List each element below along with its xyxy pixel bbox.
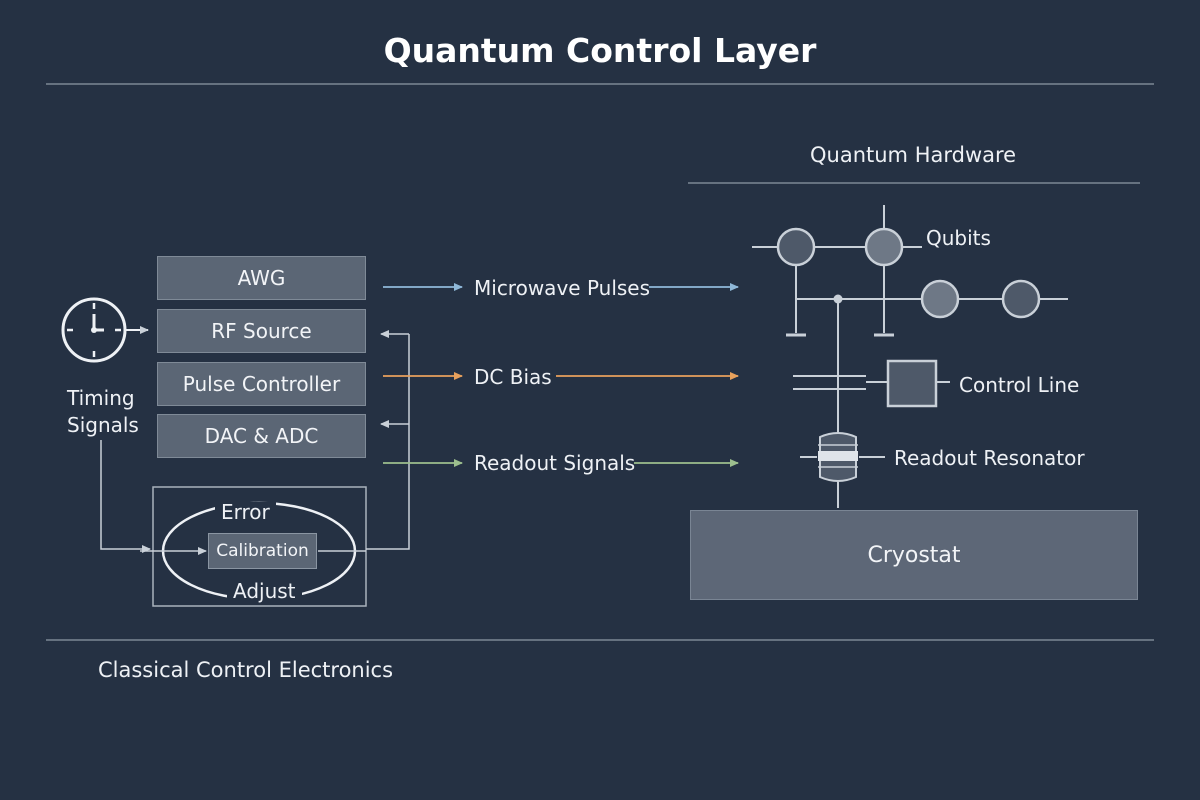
feedback-frame <box>152 486 367 607</box>
classical-section-label: Classical Control Electronics <box>98 658 394 682</box>
timing-to-feedback-arrow <box>100 440 151 553</box>
timing-label-line2: Signals <box>67 413 139 437</box>
qubit-1 <box>776 227 816 267</box>
awg-block: AWG <box>157 256 366 300</box>
qubit-3 <box>920 279 960 319</box>
readout-resonator-icon <box>800 432 885 482</box>
feedback-adjust-label: Adjust <box>227 581 302 601</box>
timing-label-line1: Timing <box>67 386 135 410</box>
control-line-coupler <box>793 375 950 390</box>
pulse-controller-block: Pulse Controller <box>157 362 366 406</box>
clock-icon <box>61 297 127 363</box>
feedback-route-line <box>366 334 410 550</box>
qubit-2 <box>864 227 904 267</box>
qubits-label: Qubits <box>926 226 991 250</box>
control-line-label: Control Line <box>959 373 1080 397</box>
readout-resonator-label: Readout Resonator <box>894 446 1085 470</box>
qubit-junction <box>833 294 843 304</box>
page-title: Quantum Control Layer <box>383 31 817 70</box>
readout-signals-label: Readout Signals <box>474 451 636 475</box>
feedback-error-label: Error <box>215 502 276 522</box>
calibration-block: Calibration <box>208 533 317 569</box>
microwave-pulses-label: Microwave Pulses <box>474 276 651 300</box>
qubit-4 <box>1001 279 1041 319</box>
cryostat-block: Cryostat <box>690 510 1138 600</box>
control-line-box <box>886 359 938 408</box>
hardware-section-label: Quantum Hardware <box>810 143 1017 167</box>
rf-source-block: RF Source <box>157 309 366 353</box>
dc-bias-label: DC Bias <box>474 365 552 389</box>
dac-adc-block: DAC & ADC <box>157 414 366 458</box>
